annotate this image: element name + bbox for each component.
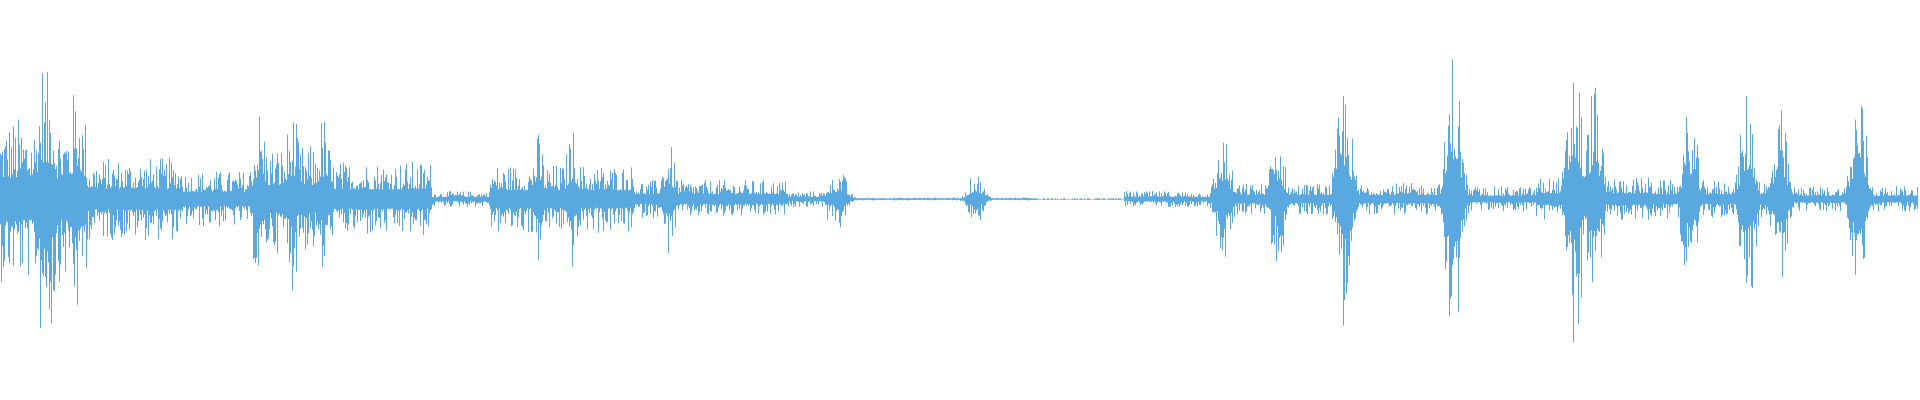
waveform-trace <box>0 59 1918 342</box>
